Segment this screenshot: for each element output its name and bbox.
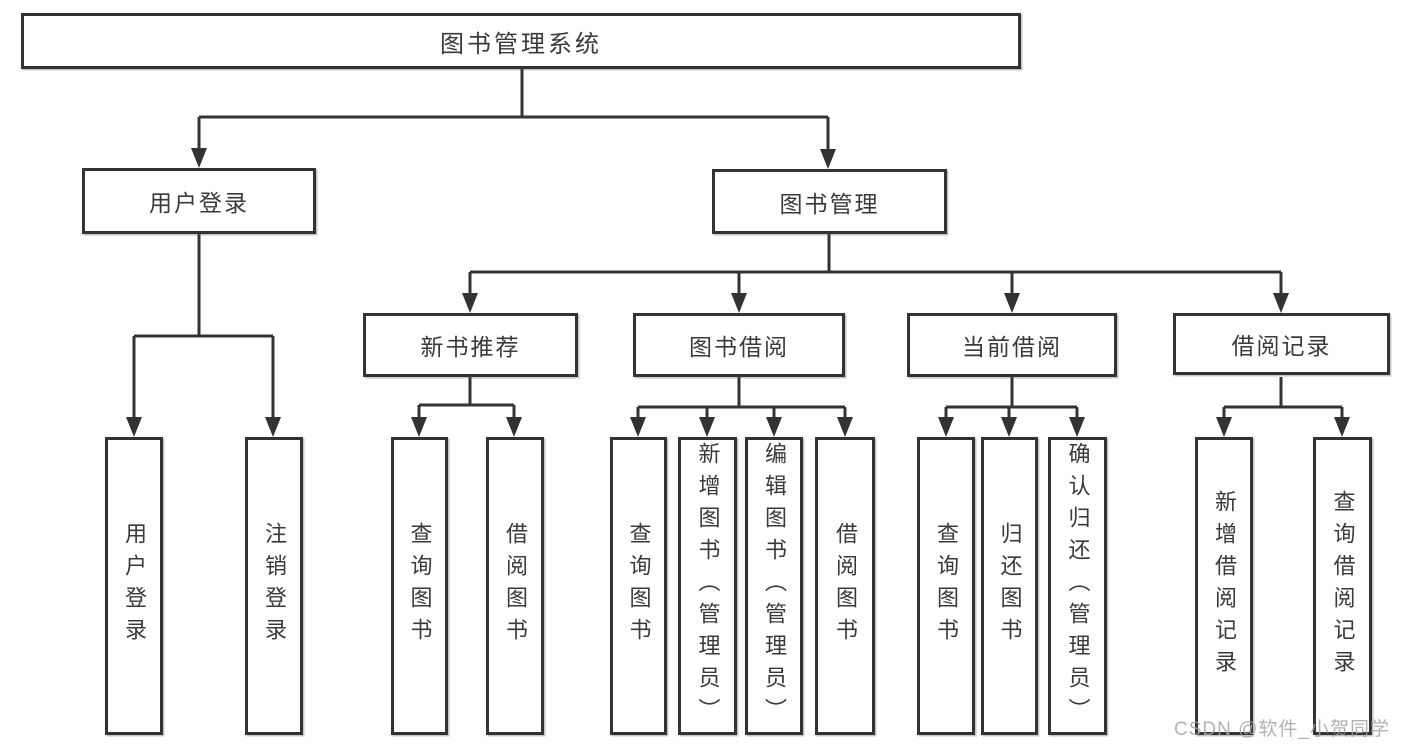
leaf-add-books-admin: 新增图书（管理员） bbox=[678, 437, 737, 735]
node-root-system: 图书管理系统 bbox=[21, 13, 1021, 69]
leaf-newbook-borrow-books-label: 借阅图书 bbox=[503, 522, 528, 650]
node-user-login: 用户登录 bbox=[82, 168, 316, 234]
node-book-borrow-label: 图书借阅 bbox=[689, 334, 789, 360]
leaf-add-books-admin-label: 新增图书（管理员） bbox=[695, 442, 721, 730]
connector-root-to-level2 bbox=[197, 68, 830, 153]
node-new-book-recommend-label: 新书推荐 bbox=[420, 334, 521, 360]
leaf-return-books: 归还图书 bbox=[981, 437, 1038, 735]
leaf-return-books-label: 归还图书 bbox=[997, 522, 1023, 650]
node-root-label: 图书管理系统 bbox=[440, 30, 602, 58]
node-book-management: 图书管理 bbox=[712, 169, 947, 234]
connector-bookborrow-to-leaves bbox=[636, 377, 847, 421]
connector-newbookrec-to-leaves bbox=[417, 377, 516, 421]
leaf-newbook-borrow-books: 借阅图书 bbox=[486, 437, 544, 735]
leaf-logout-label: 注销登录 bbox=[262, 522, 287, 650]
leaf-edit-books-admin: 编辑图书（管理员） bbox=[745, 437, 803, 735]
leaf-confirm-return-admin: 确认归还（管理员） bbox=[1048, 437, 1107, 735]
node-book-management-label: 图书管理 bbox=[779, 190, 880, 217]
leaf-edit-books-admin-label: 编辑图书（管理员） bbox=[762, 442, 787, 730]
leaf-current-query-books-label: 查询图书 bbox=[934, 522, 959, 650]
leaf-current-query-books: 查询图书 bbox=[917, 437, 975, 735]
leaf-newbook-query-books-label: 查询图书 bbox=[407, 522, 433, 650]
leaf-borrow-books-label: 借阅图书 bbox=[833, 522, 858, 650]
connector-bookmgmt-to-level3 bbox=[468, 234, 1283, 297]
leaf-query-borrow-record: 查询借阅记录 bbox=[1313, 437, 1372, 735]
node-book-borrow: 图书借阅 bbox=[633, 313, 845, 377]
connector-userlogin-to-leaves bbox=[132, 233, 275, 421]
connector-borrowrecords-to-leaves bbox=[1222, 377, 1344, 421]
csdn-watermark: CSDN @软件_小贺同学 bbox=[1174, 719, 1390, 740]
leaf-user-login-label: 用户登录 bbox=[122, 522, 147, 650]
node-new-book-recommend: 新书推荐 bbox=[363, 313, 578, 377]
leaf-query-borrow-record-label: 查询借阅记录 bbox=[1330, 490, 1356, 682]
leaf-logout: 注销登录 bbox=[245, 437, 303, 735]
node-current-borrow-label: 当前借阅 bbox=[962, 334, 1062, 360]
leaf-borrow-books: 借阅图书 bbox=[815, 437, 875, 735]
leaf-borrow-query-books: 查询图书 bbox=[610, 437, 667, 735]
leaf-borrow-query-books-label: 查询图书 bbox=[626, 522, 652, 650]
node-borrow-records-label: 借阅记录 bbox=[1231, 333, 1332, 359]
connector-currentborrow-to-leaves bbox=[944, 377, 1079, 421]
leaf-user-login: 用户登录 bbox=[105, 437, 163, 735]
leaf-newbook-query-books: 查询图书 bbox=[391, 437, 448, 735]
node-user-login-label: 用户登录 bbox=[149, 190, 249, 216]
leaf-add-borrow-record-label: 新增借阅记录 bbox=[1212, 490, 1237, 682]
node-borrow-records: 借阅记录 bbox=[1173, 313, 1390, 375]
node-current-borrow: 当前借阅 bbox=[907, 313, 1117, 377]
leaf-add-borrow-record: 新增借阅记录 bbox=[1195, 437, 1253, 735]
leaf-confirm-return-admin-label: 确认归还（管理员） bbox=[1065, 442, 1091, 730]
